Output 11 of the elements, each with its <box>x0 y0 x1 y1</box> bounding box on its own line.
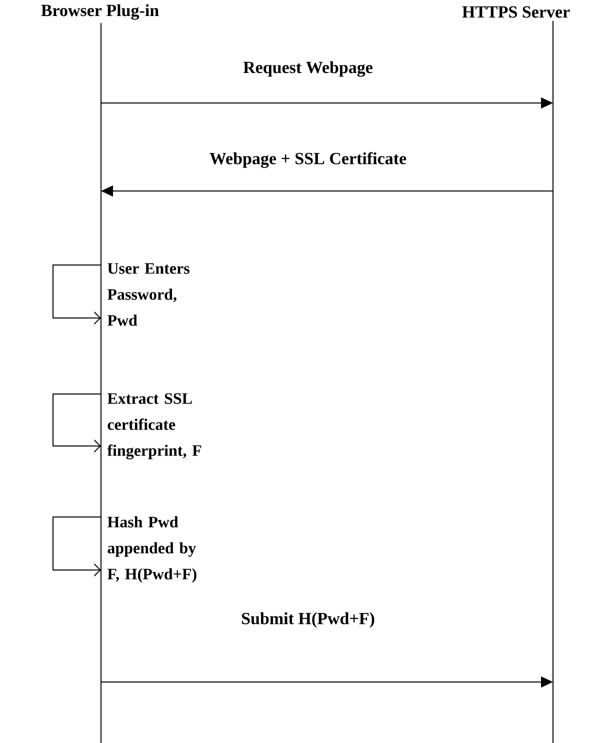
self-arrow <box>52 516 102 576</box>
self-arrow <box>52 264 102 324</box>
step-label: Extract SSL certificate fingerprint, F <box>107 393 202 460</box>
self-arrow <box>52 394 102 452</box>
step-label: Hash Pwd appended by F, H(Pwd+F) <box>107 516 196 583</box>
participant-label: HTTPS Server <box>462 6 570 18</box>
message-label: Submit H(Pwd+F) <box>242 612 374 628</box>
participant-label: Browser Plug-in <box>41 4 159 20</box>
message-label: Request Webpage <box>243 61 372 77</box>
message-label: Webpage + SSL Certificate <box>210 152 406 168</box>
step-label: User Enters Password, Pwd <box>107 263 190 326</box>
